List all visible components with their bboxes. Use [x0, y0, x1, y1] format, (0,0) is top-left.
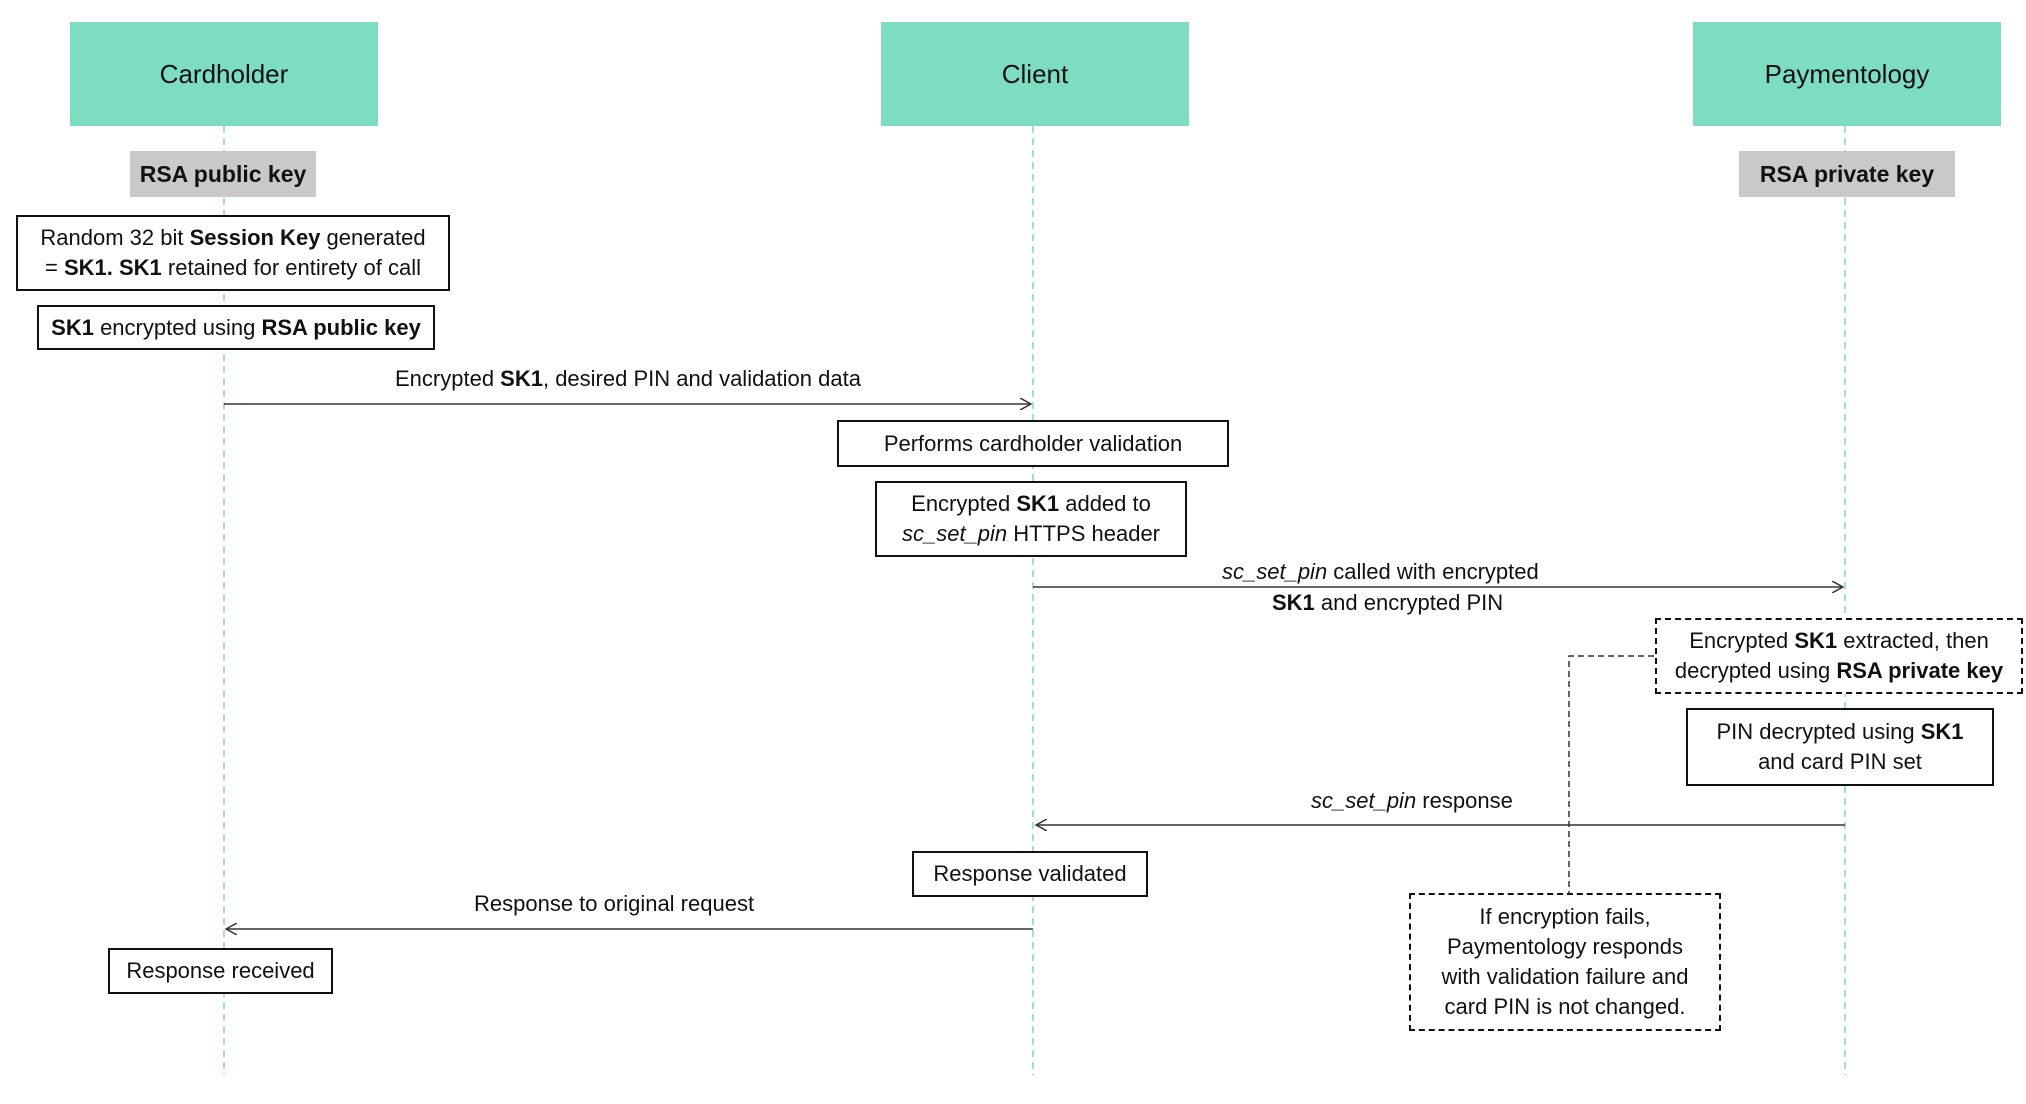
- actor-cardholder: Cardholder: [70, 22, 378, 126]
- message-sc-set-pin-call-line1: sc_set_pin called with encrypted: [1222, 557, 1539, 587]
- actor-client: Client: [881, 22, 1189, 126]
- text: decrypted using: [1674, 658, 1837, 683]
- rsa-public-key-label: RSA public key: [139, 160, 307, 187]
- text: PIN decrypted using: [1716, 719, 1921, 744]
- pin-set-step: PIN decrypted using SK1 and card PIN set: [1686, 708, 1994, 786]
- text: called with encrypted: [1327, 559, 1539, 584]
- text: If encryption fails,: [1479, 904, 1651, 929]
- text: SK1: [51, 314, 94, 340]
- text: =: [44, 255, 64, 280]
- text: extracted, then: [1837, 628, 1989, 653]
- header-step: Encrypted SK1 added to sc_set_pin HTTPS …: [875, 481, 1187, 557]
- text: sc_set_pin: [1311, 788, 1417, 813]
- text: HTTPS header: [1007, 521, 1161, 546]
- text: SK1: [1920, 719, 1964, 744]
- rsa-private-key-label: RSA private key: [1759, 160, 1935, 187]
- message-sc-set-pin-response: sc_set_pin response: [1311, 786, 1513, 816]
- failure-connector: [1568, 655, 1654, 894]
- cardholder-validation-step: Performs cardholder validation: [837, 420, 1229, 467]
- text: sc_set_pin: [901, 521, 1008, 546]
- text: with validation failure and: [1441, 964, 1689, 989]
- encryption-failure-note: If encryption fails, Paymentology respon…: [1409, 893, 1721, 1031]
- text: , desired PIN and validation data: [542, 366, 861, 391]
- text: and card PIN set: [1758, 749, 1922, 774]
- text: Response to original request: [474, 891, 755, 916]
- session-key-step: Random 32 bit Session Key generated = SK…: [16, 215, 450, 291]
- text: Response validated: [933, 861, 1127, 886]
- text: SK1. SK1: [63, 255, 162, 280]
- text: SK1: [1272, 590, 1315, 615]
- text: generated: [320, 225, 426, 250]
- text: response: [1416, 788, 1513, 813]
- text: Random 32 bit: [40, 225, 190, 250]
- text: Performs cardholder validation: [883, 430, 1183, 456]
- text: retained for entirety of call: [161, 255, 422, 280]
- text: SK1: [1794, 628, 1838, 653]
- actor-paymentology-label: Paymentology: [1764, 58, 1930, 89]
- text: Encrypted: [1689, 628, 1795, 653]
- response-received-step: Response received: [108, 948, 333, 994]
- actor-client-label: Client: [1001, 58, 1069, 89]
- rsa-private-key-tag: RSA private key: [1739, 151, 1955, 197]
- actor-cardholder-label: Cardholder: [159, 58, 289, 89]
- text: Encrypted: [911, 491, 1017, 516]
- text: RSA private key: [1836, 658, 2004, 683]
- text: added to: [1059, 491, 1151, 516]
- text: SK1: [1016, 491, 1060, 516]
- rsa-public-key-tag: RSA public key: [130, 151, 316, 197]
- text: Response received: [126, 958, 315, 983]
- sk1-encrypted-step: SK1 encrypted using RSA public key: [37, 305, 435, 350]
- text: SK1: [500, 366, 543, 391]
- actor-paymentology: Paymentology: [1693, 22, 2001, 126]
- extract-decrypt-step: Encrypted SK1 extracted, then decrypted …: [1655, 618, 2023, 694]
- message-response-original: Response to original request: [474, 889, 754, 919]
- text: RSA public key: [261, 314, 421, 340]
- text: encrypted using: [93, 314, 262, 340]
- text: Session Key: [189, 225, 321, 250]
- text: card PIN is not changed.: [1444, 994, 1686, 1019]
- message-sc-set-pin-call-line2: SK1 and encrypted PIN: [1272, 588, 1503, 618]
- text: Paymentology responds: [1446, 934, 1683, 959]
- text: and encrypted PIN: [1314, 590, 1504, 615]
- message-encrypted-sk1: Encrypted SK1, desired PIN and validatio…: [395, 364, 861, 394]
- response-validated-step: Response validated: [912, 851, 1148, 897]
- text: Encrypted: [395, 366, 501, 391]
- text: sc_set_pin: [1222, 559, 1328, 584]
